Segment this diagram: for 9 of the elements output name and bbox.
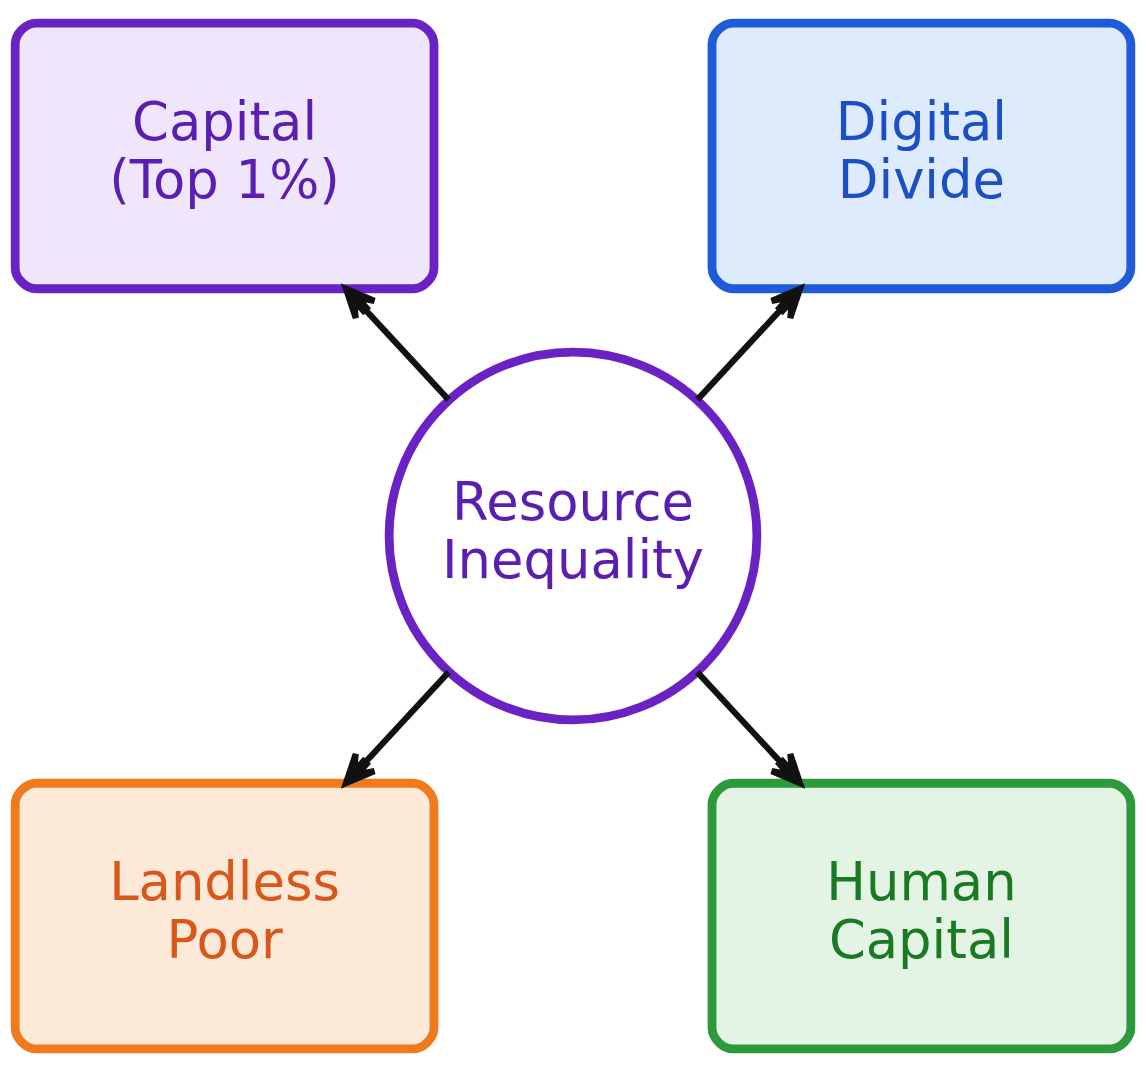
node-box: Landless Poor bbox=[10, 778, 439, 1054]
node-box: Human Capital bbox=[707, 778, 1136, 1054]
node-circle: Resource Inequality bbox=[384, 347, 762, 725]
arrow bbox=[342, 285, 451, 402]
node-box: Digital Divide bbox=[707, 18, 1136, 294]
arrow bbox=[695, 285, 804, 402]
arrow bbox=[342, 670, 451, 787]
node-box: Capital (Top 1%) bbox=[10, 18, 439, 294]
arrow bbox=[695, 670, 804, 787]
